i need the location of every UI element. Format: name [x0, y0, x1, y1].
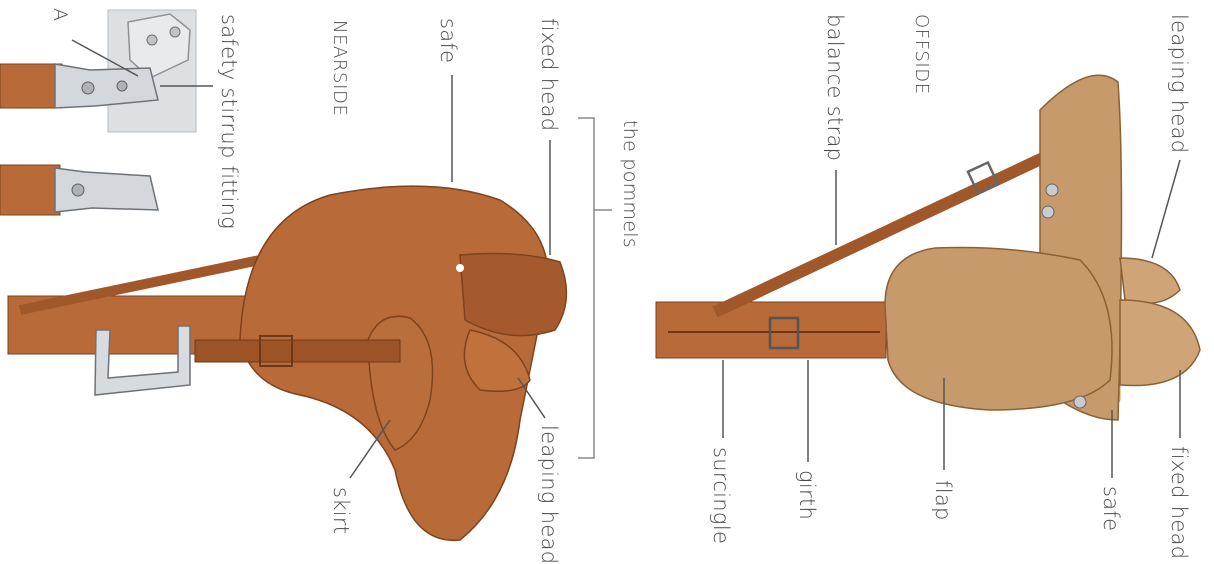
surcingle-label: surcingle [710, 447, 731, 544]
nearside-saddle-illustration [8, 75, 612, 540]
nearside-fixed-head [460, 254, 566, 336]
safety-stirrup-fitting-illustration [0, 10, 213, 215]
offside-dee [1074, 396, 1086, 408]
balance-strap-label: balance strap [824, 14, 845, 161]
pommels-label: the pommels [620, 120, 639, 248]
offside-flap [885, 248, 1112, 411]
offside-fixed-head-label: fixed head [1168, 446, 1189, 559]
offside-leaping-head-label: leaping head [1168, 14, 1189, 153]
safety-stirrup-fitting-label: safety stirrup fitting [218, 14, 239, 229]
offside-saddle-illustration [656, 75, 1200, 478]
offside-leaping-head [1120, 258, 1180, 303]
nearside-leaping-head-label: leaping head [538, 425, 559, 564]
nearside-title: NEARSIDE [330, 20, 348, 116]
pommels-bracket [578, 118, 594, 458]
fitting-rivet [117, 81, 127, 91]
fitting-screw [147, 35, 157, 45]
marker-a-label: A [50, 8, 69, 21]
fitting-rivet [72, 184, 84, 196]
stirrup-leather-strap-open [0, 165, 60, 215]
offside-dee [1046, 184, 1058, 196]
nearside-fixed-head-label: fixed head [538, 18, 559, 131]
fitting-rivet [82, 82, 94, 94]
offside-dee [1042, 206, 1054, 218]
offside-safe-label: safe [1100, 486, 1121, 531]
nearside-safe-hole [456, 264, 464, 272]
fitting-hook [55, 64, 158, 108]
nearside-stirrup-leather [195, 340, 400, 362]
girth-label: girth [796, 470, 817, 520]
fitting-hook-open [55, 168, 158, 212]
offside-fixed-head [1120, 300, 1200, 386]
nearside-safe-label: safe [437, 18, 458, 63]
offside-leaping-head-leader [1152, 160, 1180, 258]
stirrup-leather-strap [0, 64, 62, 108]
fitting-screw [170, 27, 180, 37]
offside-title: OFFSIDE [912, 14, 930, 95]
flap-label: flap [932, 480, 953, 521]
nearside-skirt-label: skirt [330, 487, 351, 534]
